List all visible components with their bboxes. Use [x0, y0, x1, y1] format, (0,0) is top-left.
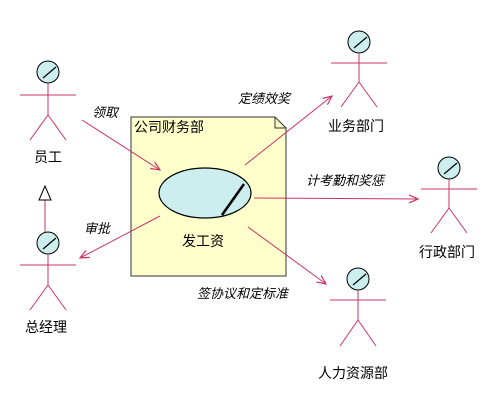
edge-approve [80, 215, 161, 258]
edge-label-agreement: 签协议和定标准 [197, 287, 289, 302]
edge-label-approve: 审批 [84, 222, 111, 237]
actor-hr-dept[interactable] [330, 267, 386, 347]
actor-label-hr-dept: 人力资源部 [318, 366, 388, 382]
usecase-name-label: 发工资 [182, 234, 224, 250]
edge-label-attendance: 计考勤和奖惩 [306, 174, 385, 189]
actor-general-manager[interactable] [20, 231, 76, 311]
actor-business-dept[interactable] [331, 30, 387, 108]
actor-admin-dept[interactable] [421, 156, 477, 234]
edge-attendance [253, 198, 418, 199]
edge-label-set-performance: 定绩效奖 [238, 92, 291, 107]
edge-set-performance [244, 96, 332, 166]
package-name-label: 公司财务部 [134, 120, 204, 136]
edge-label-receive: 领取 [92, 106, 119, 121]
actor-employee[interactable] [20, 60, 76, 141]
actor-label-business-dept: 业务部门 [328, 119, 384, 135]
usecase-pay-salary[interactable] [158, 167, 252, 219]
edge-receive [81, 119, 160, 170]
generalization-edge [38, 184, 52, 232]
actor-label-general-manager: 总经理 [25, 320, 67, 336]
edge-agreement [247, 226, 326, 284]
actor-label-admin-dept: 行政部门 [419, 245, 475, 261]
actor-label-employee: 员工 [34, 150, 62, 166]
